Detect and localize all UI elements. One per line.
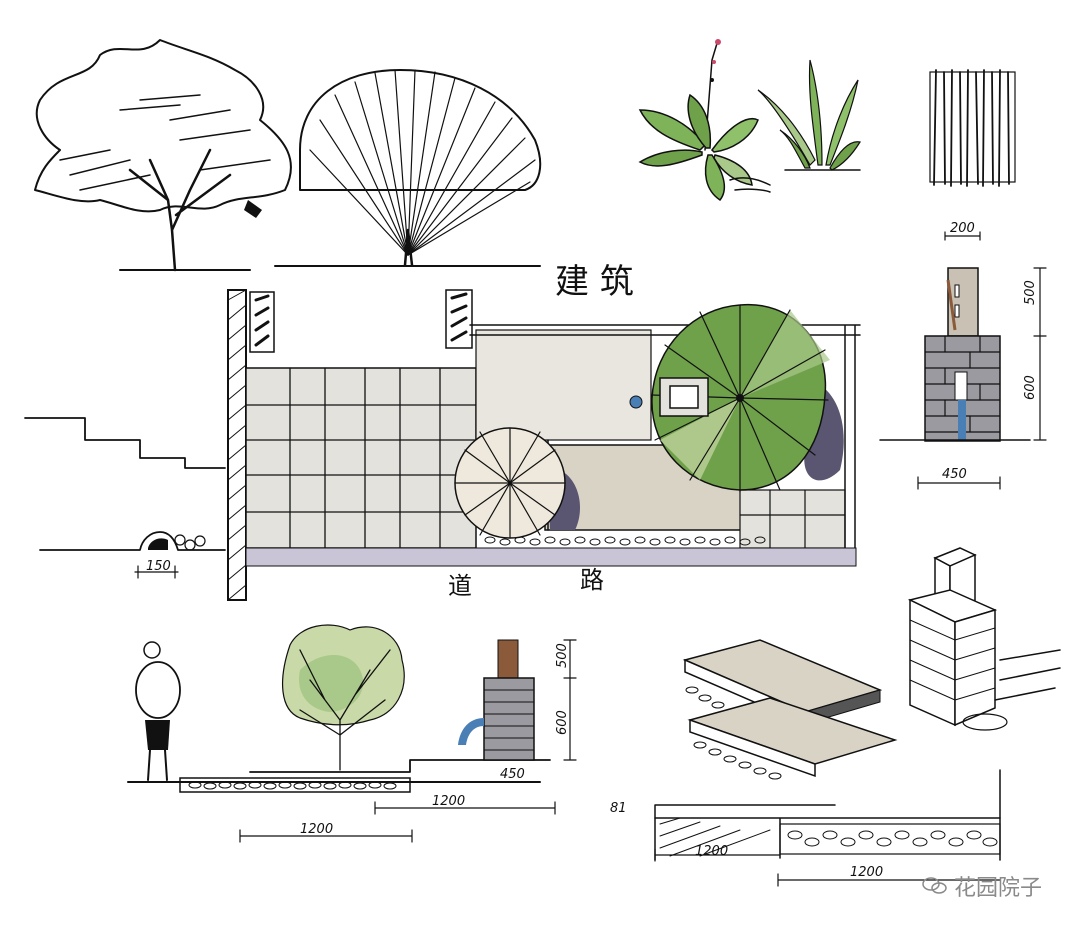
pillar-base-width-dim: 450: [942, 467, 967, 482]
plan-tree-large: [651, 303, 830, 493]
detail-1200-b-dim: 1200: [850, 865, 883, 880]
section-1200-b-dim: 1200: [432, 794, 465, 809]
section-450-dim: 450: [500, 767, 525, 782]
pillar-base-height-dim: 600: [1023, 375, 1038, 400]
isometric-pillar: [907, 547, 1061, 731]
section-1200-a-dim: 1200: [300, 822, 333, 837]
section-pillar: [458, 639, 535, 761]
bamboo-screen-icon: [929, 69, 1016, 187]
plan-tree-small: [454, 427, 566, 539]
watermark-chat-icon: [922, 876, 948, 896]
leafy-plant-icon: [638, 39, 771, 202]
shrub-tree-icon: [34, 39, 292, 272]
garden-plan: [24, 289, 861, 601]
person-figure-icon: [135, 641, 181, 781]
detail-1200-a-dim: 1200: [695, 844, 728, 859]
road-label-2: 路: [580, 566, 604, 594]
fan-tree-icon: [274, 69, 542, 267]
watermark: 花园院子: [922, 870, 1042, 902]
watermark-text: 花园院子: [953, 876, 1042, 901]
isometric-slabs: [682, 639, 898, 780]
section-500-dim: 500: [555, 643, 570, 668]
pillar-top-height-dim: 500: [1023, 280, 1038, 305]
building-label: 建 筑: [555, 262, 634, 302]
section-600-dim: 600: [555, 710, 570, 735]
detail-mark: 81: [610, 801, 627, 816]
section-tree: [281, 624, 405, 771]
grass-clump-icon: [757, 59, 861, 171]
road-label-1: 道: [448, 572, 472, 600]
water-pillar-icon: [924, 267, 1001, 442]
pillar-top-width-dim: 200: [950, 221, 975, 236]
step-width-dim: 150: [146, 559, 171, 574]
